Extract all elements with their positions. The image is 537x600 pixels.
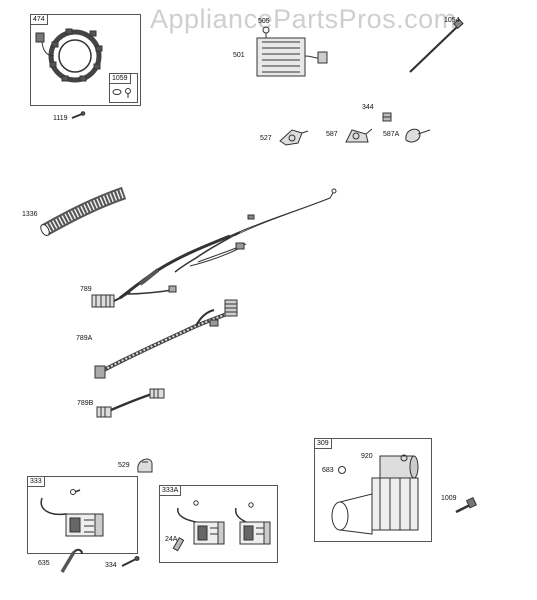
part-label-334: 334 [105,562,117,569]
wiring-harness-789b-drawing [97,389,164,417]
wiring-harness-789-drawing [92,189,336,307]
part-label-587: 587 [326,131,338,138]
part-label-501: 501 [233,52,245,59]
screw-334-drawing [122,557,139,567]
part-label-1336: 1336 [22,211,38,218]
screw-1119-drawing [72,112,85,118]
group-tab-309: 309 [314,438,332,449]
clip-587a-drawing [406,129,430,142]
group-tab-474: 474 [30,14,48,25]
ignition-coil-333a-drawing [173,501,270,551]
part-label-920: 920 [361,453,373,460]
part-label-527: 527 [260,135,272,142]
cable-tie-1054-drawing [410,19,463,72]
part-label-587a: 587A [383,131,400,138]
spark-plug-boot-529-drawing [138,459,152,472]
part-1059-drawing [113,89,131,99]
part-label-1054: 1054 [444,17,460,24]
part-label-1119: 1119 [53,115,68,122]
part-label-1009: 1009 [441,495,457,502]
part-label-683: 683 [322,467,334,474]
alternator-stator-drawing [36,29,102,81]
bolt-1009-drawing [456,498,476,512]
group-box-309 [314,438,432,542]
part-label-505: 505 [258,18,270,25]
wiring-harness-789a-drawing [95,300,237,378]
part-label-24a: 24A [165,536,178,543]
clip-587-drawing [346,129,372,142]
spark-plug-lead-635-drawing [62,550,82,572]
group-box-474 [30,14,141,106]
watermark: AppliancePartsPros.com [150,4,457,34]
part-label-529: 529 [118,462,130,469]
conduit-1336-drawing [39,193,124,237]
part-label-635: 635 [38,560,50,567]
group-tab-333: 333 [27,476,45,487]
group-tab-1059: 1059 [109,73,131,84]
nut-344-drawing [383,113,391,121]
part-label-789a: 789A [76,335,93,342]
regulator-501-drawing [257,27,327,76]
group-tab-333a: 333A [159,485,182,496]
clip-527-drawing [280,130,308,145]
part-label-789: 789 [80,286,92,293]
part-label-344: 344 [362,104,374,111]
starter-motor-309-drawing [332,455,418,534]
group-box-333a [159,485,278,563]
part-label-789b: 789B [77,400,94,407]
ignition-coil-333-drawing [41,490,103,537]
